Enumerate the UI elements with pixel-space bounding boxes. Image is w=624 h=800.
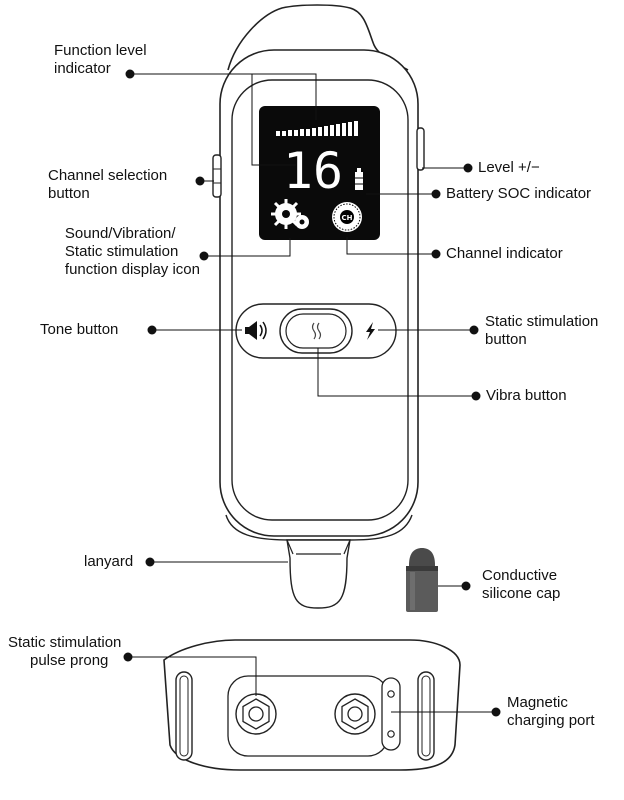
label-conductive-cap: Conductive silicone cap [482, 567, 561, 602]
pulse-prong-right [334, 693, 376, 735]
channel-badge-text: CH [342, 214, 353, 222]
lightning-icon [366, 322, 375, 340]
label-level: Level +/− [478, 159, 540, 176]
vibra-button[interactable] [279, 308, 353, 354]
battery-soc-icon [355, 168, 363, 190]
label-function-level: Function level indicator [54, 42, 147, 77]
channel-selection-button[interactable] [212, 154, 222, 198]
static-stimulation-button[interactable] [366, 322, 375, 340]
label-function-icon: Sound/Vibration/ Static stimulation func… [64, 225, 200, 278]
magnetic-charging-port [381, 677, 401, 751]
conductive-silicone-cap [406, 548, 438, 612]
leader-lines [128, 73, 496, 713]
level-digits: 16 [283, 142, 343, 200]
label-static-button: Static stimulation button [485, 313, 599, 348]
label-tone-button: Tone button [40, 321, 119, 338]
label-vibra-button: Vibra button [486, 387, 567, 404]
label-channel-indicator: Channel indicator [446, 245, 563, 262]
label-battery-soc: Battery SOC indicator [446, 185, 592, 202]
function-level-bars [276, 121, 358, 136]
gear-icon [271, 199, 309, 229]
label-magnetic-port: Magnetic charging port [507, 694, 595, 729]
speaker-icon [245, 321, 267, 340]
leader-dots [123, 69, 501, 717]
lanyard [286, 539, 351, 609]
strap-slot-left [175, 671, 193, 761]
strap-slot-right [417, 671, 435, 761]
label-channel-selection: Channel selection button [48, 167, 168, 202]
channel-indicator-dial: CH [332, 202, 362, 232]
tone-button[interactable] [245, 321, 267, 340]
level-plus-minus-button[interactable] [416, 127, 425, 171]
label-lanyard: lanyard [84, 553, 134, 570]
label-pulse-prong: Static stimulation pulse prong [8, 634, 122, 669]
vibration-icon [311, 322, 322, 340]
pulse-prong-left [235, 693, 277, 735]
